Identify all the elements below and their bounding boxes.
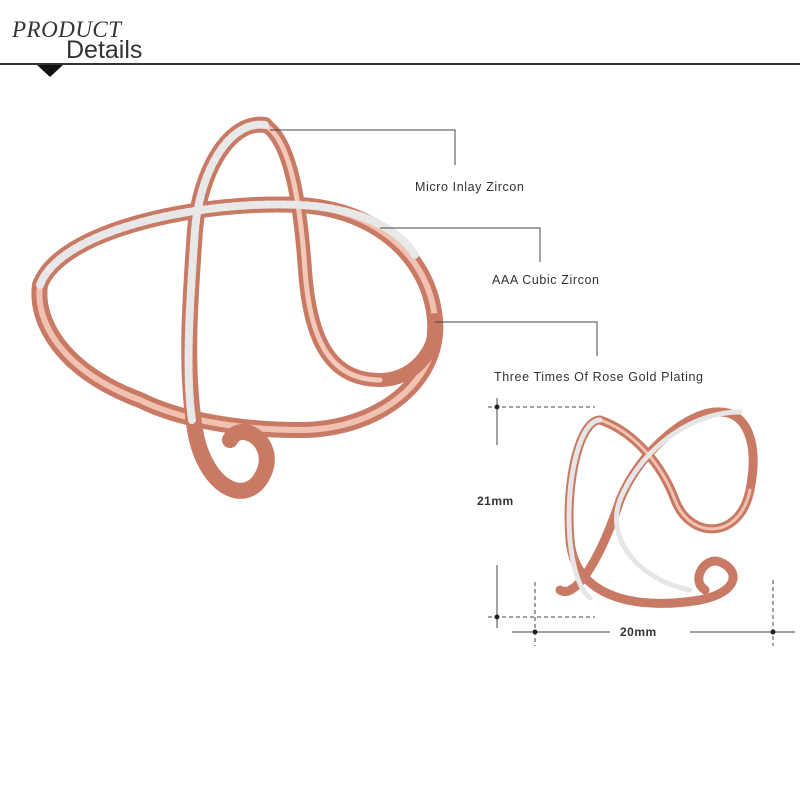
triangle-down-icon <box>37 65 63 77</box>
callout-lines <box>270 129 598 356</box>
header-product: PRODUCT <box>12 17 122 42</box>
callout-aaa-cubic-zircon: AAA Cubic Zircon <box>492 273 600 287</box>
callout-micro-inlay-zircon: Micro Inlay Zircon <box>415 180 525 194</box>
header-details: Details <box>66 36 143 64</box>
dimension-dots <box>494 404 776 635</box>
callout-rose-gold-plating: Three Times Of Rose Gold Plating <box>494 370 704 384</box>
header-divider <box>0 63 800 65</box>
large-ring <box>31 116 444 499</box>
dimension-width: 20mm <box>620 625 657 639</box>
small-ring <box>555 407 758 608</box>
dimension-height: 21mm <box>477 494 514 508</box>
